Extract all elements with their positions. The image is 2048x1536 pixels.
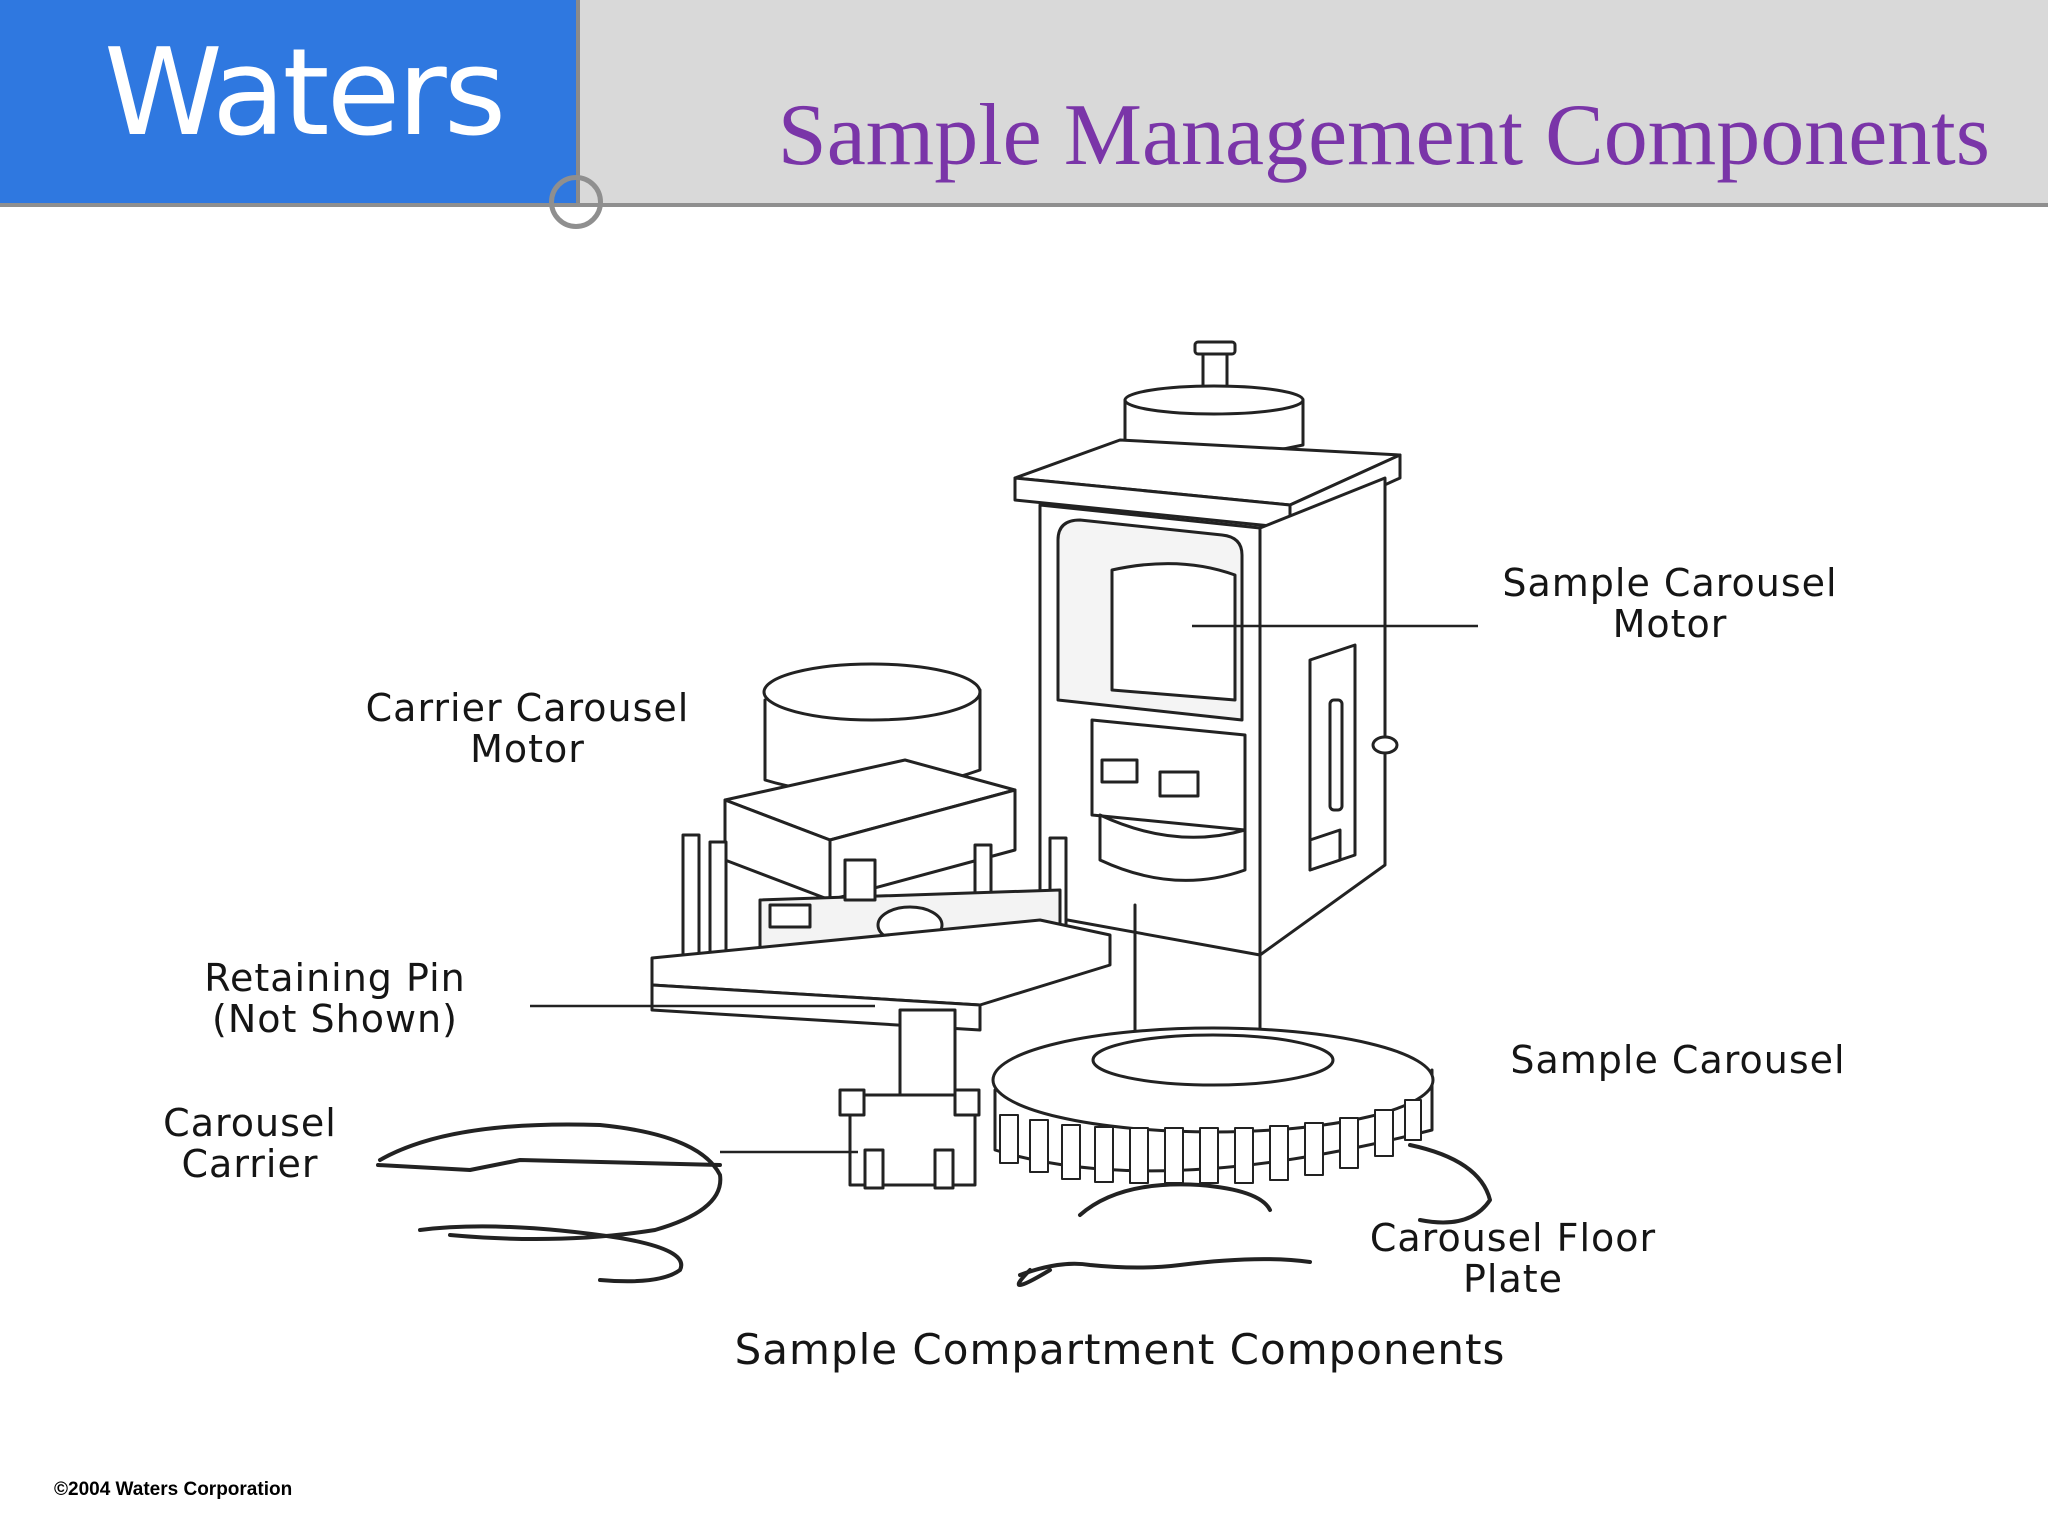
label-sample-carousel: Sample Carousel	[1510, 1038, 1846, 1082]
leader-lines	[530, 624, 1478, 1154]
waters-logo: Waters	[104, 24, 506, 163]
label-carrier-carousel-motor: Carrier Carousel Motor	[365, 686, 690, 772]
carousel-hub-assembly	[838, 1008, 981, 1190]
sample-motor-body	[1110, 562, 1237, 702]
sample-carousel-motor-assembly	[1013, 340, 1402, 1049]
label-sample-carousel-motor: Sample Carousel Motor	[1502, 561, 1838, 647]
sample-carousel-assembly	[991, 1026, 1435, 1173]
carrier-carousel-motor-assembly	[650, 662, 1112, 1032]
divider-circle-ornament	[549, 175, 603, 229]
diagram-caption: Sample Compartment Components	[734, 1325, 1506, 1374]
carousel-carrier-rings	[376, 1122, 1492, 1287]
logo-panel: Waters	[0, 0, 580, 205]
slide-title: Sample Management Components	[777, 87, 1990, 184]
header-divider	[0, 203, 2048, 207]
label-carousel-carrier: Carousel Carrier	[163, 1101, 337, 1187]
carrier-post	[681, 833, 701, 957]
label-carousel-floor-plate: Carousel Floor Plate	[1369, 1216, 1657, 1302]
copyright-footer: ©2004 Waters Corporation	[54, 1479, 293, 1500]
label-retaining-pin: Retaining Pin (Not Shown)	[204, 956, 466, 1042]
sample-carousel-slots	[999, 1099, 1422, 1184]
